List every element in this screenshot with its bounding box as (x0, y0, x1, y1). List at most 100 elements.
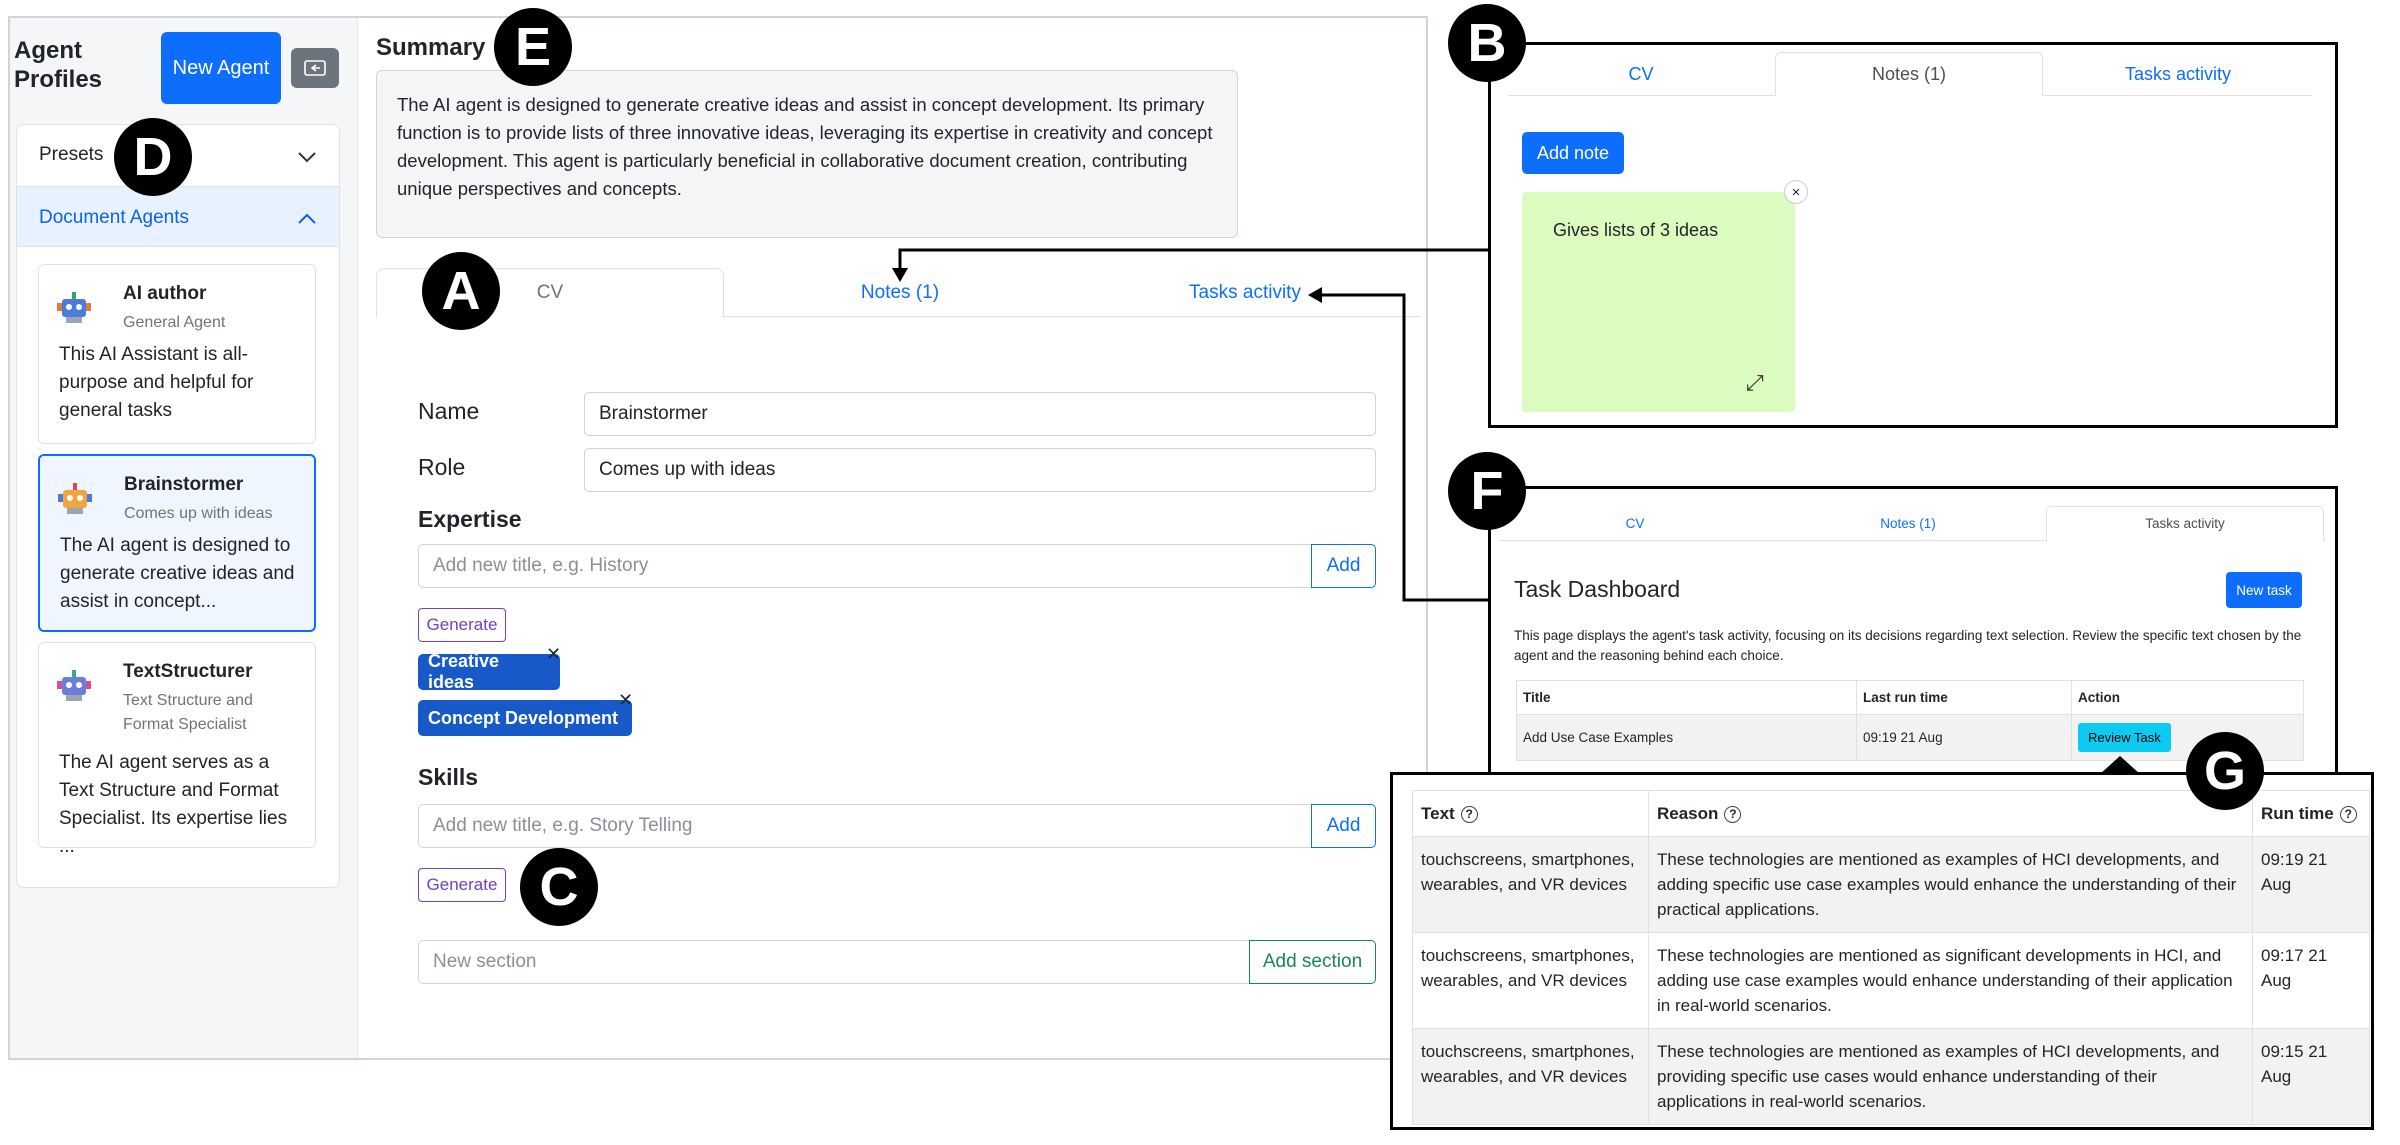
column-header: Action (2071, 680, 2304, 715)
remove-tag-icon[interactable]: ✕ (546, 644, 562, 664)
expertise-add-button[interactable]: Add (1311, 544, 1376, 588)
skills-input[interactable]: Add new title, e.g. Story Telling (418, 804, 1312, 848)
agent-card-ai-author[interactable]: AI author General Agent This AI Assistan… (38, 264, 316, 444)
notes-panel-tab-tasks[interactable]: Tasks activity (2124, 64, 2232, 84)
summary-title: Summary (376, 34, 486, 61)
agent-name: Brainstormer (124, 474, 244, 495)
agent-description: The AI agent serves as a Text Structure … (59, 752, 288, 857)
tab-notes[interactable]: Notes (1) (860, 282, 940, 303)
expertise-input[interactable]: Add new title, e.g. History (418, 544, 1312, 588)
tasks-tab-active[interactable] (2046, 506, 2324, 542)
review-table: Text? Reason? Run time? touchscreens, sm… (1412, 790, 2370, 1125)
table-row: touchscreens, smartphones, wearables, an… (1412, 1028, 2370, 1125)
robot-icon (57, 292, 91, 323)
task-title: Add Use Case Examples (1516, 714, 1857, 761)
badge-f: F (1448, 452, 1526, 530)
expand-note-icon[interactable]: ⤢ (1746, 370, 1764, 395)
document-agents-label: Document Agents (39, 207, 189, 228)
add-section-button[interactable]: Add section (1249, 940, 1376, 984)
presets-label: Presets (39, 144, 104, 165)
agent-card-brainstormer[interactable]: Brainstormer Comes up with ideas The AI … (38, 454, 316, 632)
summary-text: The AI agent is designed to generate cre… (376, 70, 1238, 238)
expertise-generate-button[interactable]: Generate (418, 608, 506, 642)
chevron-up-icon (298, 213, 316, 224)
role-label: Role (418, 454, 466, 480)
tag-label: Concept Development (428, 707, 619, 728)
remove-tag-icon[interactable]: ✕ (618, 690, 634, 710)
help-icon[interactable]: ? (2339, 806, 2357, 824)
task-dashboard-description: This page displays the agent's task acti… (1514, 628, 2302, 663)
table-row: touchscreens, smartphones, wearables, an… (1412, 836, 2370, 933)
skills-generate-button[interactable]: Generate (418, 868, 506, 902)
table-row: Add Use Case Examples 09:19 21 Aug Revie… (1516, 714, 2304, 761)
close-note-icon[interactable]: × (1784, 180, 1808, 204)
agent-description: This AI Assistant is all-purpose and hel… (59, 344, 254, 421)
name-field[interactable]: Brainstormer (584, 392, 1376, 436)
badge-c: C (520, 848, 598, 926)
column-label: Text (1421, 804, 1455, 823)
robot-icon (58, 483, 92, 514)
agent-name: TextStructurer (123, 661, 253, 682)
badge-d: D (114, 118, 192, 196)
role-field[interactable]: Comes up with ideas (584, 448, 1376, 492)
review-table-header: Text? Reason? Run time? (1412, 790, 2370, 837)
badge-b: B (1448, 4, 1526, 82)
badge-e: E (494, 8, 572, 86)
agent-role: General Agent (123, 314, 226, 331)
expertise-label: Expertise (418, 506, 522, 532)
notes-tab-active[interactable] (1775, 52, 2043, 96)
notes-panel-tab-cv[interactable]: CV (1628, 64, 1654, 84)
tab-cv[interactable]: CV (536, 282, 564, 303)
notes-panel-tab-notes[interactable]: Notes (1) (1871, 64, 1947, 84)
new-section-input[interactable]: New section (418, 940, 1250, 984)
skills-label: Skills (418, 764, 479, 790)
task-dashboard-title: Task Dashboard (1514, 576, 1681, 602)
new-task-button[interactable]: New task (2226, 572, 2302, 608)
collapse-icon (304, 60, 326, 76)
task-action: Review Task (2071, 714, 2304, 761)
sticky-note[interactable] (1522, 192, 1795, 412)
agent-card-textstructurer[interactable]: TextStructurer Text Structure and Format… (38, 642, 316, 857)
review-time: 09:17 21 Aug (2252, 932, 2370, 1029)
add-note-button[interactable]: Add note (1522, 132, 1624, 174)
help-icon[interactable]: ? (1460, 806, 1478, 824)
note-text: Gives lists of 3 ideas (1553, 220, 1719, 240)
new-agent-button[interactable]: New Agent (161, 32, 281, 104)
review-task-button[interactable]: Review Task (2078, 723, 2171, 752)
badge-g: G (2186, 732, 2264, 810)
accordion-document-agents[interactable]: Document Agents (17, 187, 339, 247)
table-row: touchscreens, smartphones, wearables, an… (1412, 932, 2370, 1029)
column-header: Run time? (2252, 790, 2370, 837)
tab-tasks-activity[interactable]: Tasks activity (1189, 282, 1301, 303)
help-icon[interactable]: ? (1724, 806, 1742, 824)
agent-role: Comes up with ideas (124, 505, 273, 522)
review-text: touchscreens, smartphones, wearables, an… (1412, 932, 1649, 1029)
tasks-panel-tab-cv[interactable]: CV (1625, 516, 1645, 531)
skills-add-button[interactable]: Add (1311, 804, 1376, 848)
review-reason: These technologies are mentioned as sign… (1648, 932, 2253, 1029)
robot-icon (57, 670, 91, 701)
agent-role: Text Structure and Format Specialist (123, 692, 253, 733)
review-reason: These technologies are mentioned as exam… (1648, 836, 2253, 933)
agent-name: AI author (123, 283, 207, 304)
column-header: Text? (1412, 790, 1649, 837)
review-text: touchscreens, smartphones, wearables, an… (1412, 836, 1649, 933)
review-reason: These technologies are mentioned as exam… (1648, 1028, 2253, 1125)
review-time: 09:19 21 Aug (2252, 836, 2370, 933)
review-time: 09:15 21 Aug (2252, 1028, 2370, 1125)
agent-description: The AI agent is designed to generate cre… (60, 535, 295, 612)
tag-label: Creative ideas (428, 651, 500, 692)
badge-a: A (422, 252, 500, 330)
column-header: Reason? (1648, 790, 2253, 837)
column-label: Reason (1657, 804, 1719, 823)
tasks-table: Title Last run time Action Add Use Case … (1516, 680, 2304, 761)
column-label: Run time (2261, 804, 2334, 823)
task-time: 09:19 21 Aug (1856, 714, 2072, 761)
collapse-sidebar-button[interactable] (291, 48, 339, 88)
tasks-panel-tab-notes[interactable]: Notes (1) (1880, 516, 1936, 531)
expertise-tag: Concept Development (418, 700, 632, 736)
sidebar-title: Agent Profiles (14, 37, 103, 93)
tasks-panel-tab-tasks[interactable]: Tasks activity (2145, 516, 2225, 531)
tasks-tabs-divider (1500, 540, 2326, 541)
